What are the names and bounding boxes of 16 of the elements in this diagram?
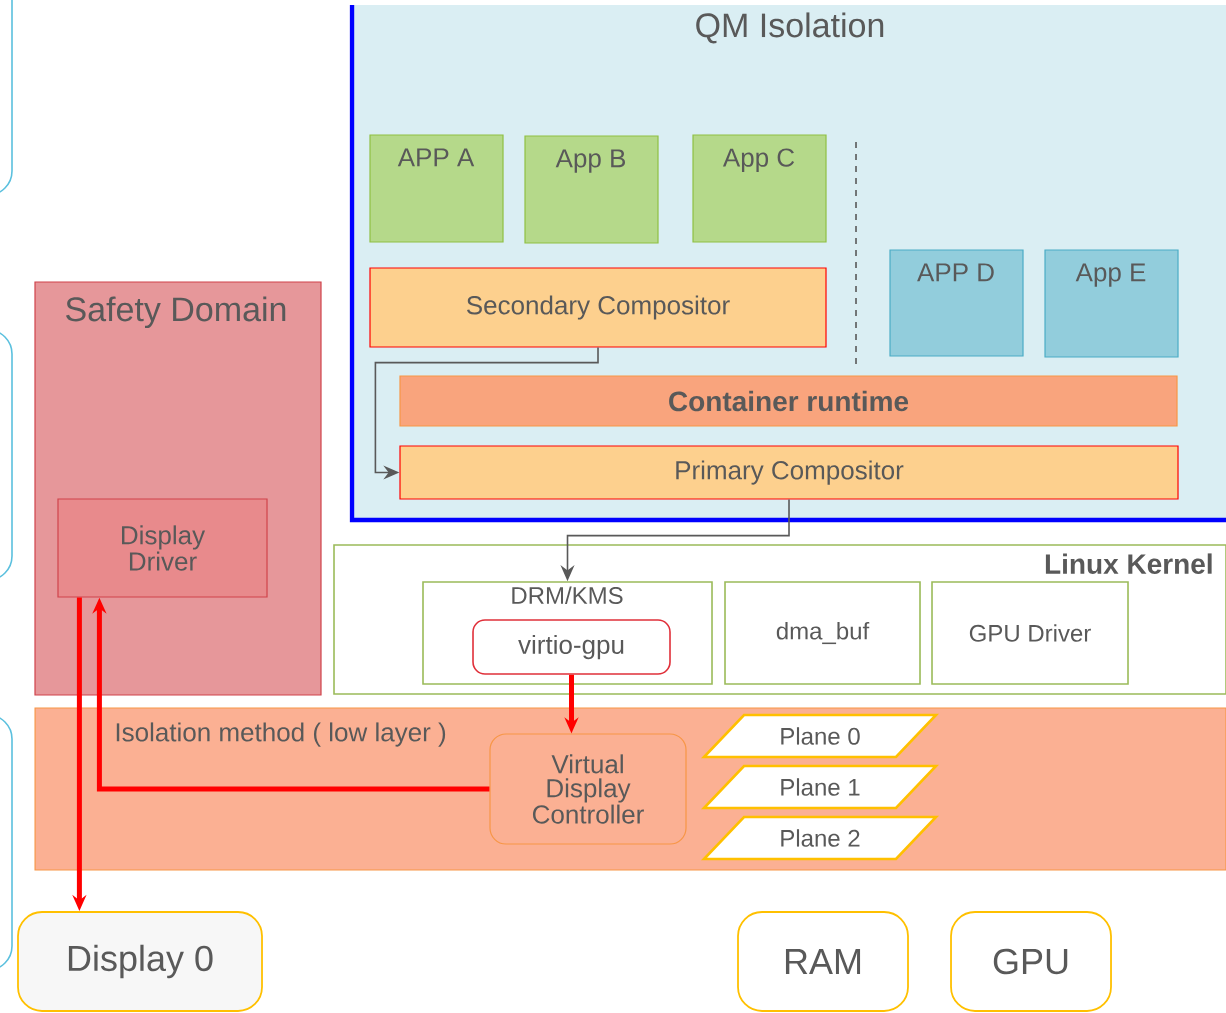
device-box: Display 0 xyxy=(17,911,263,1012)
app-box: App C xyxy=(692,134,827,243)
module-box: virtio-gpu xyxy=(472,619,671,675)
module-box: dma_buf xyxy=(724,581,921,685)
runtime-bar: Container runtime xyxy=(399,375,1178,427)
compositor-box: Primary Compositor xyxy=(399,445,1179,500)
app-box: App E xyxy=(1044,249,1179,358)
app-box: APP A xyxy=(369,134,504,243)
app-box: APP D xyxy=(889,249,1024,357)
device-box: RAM xyxy=(737,911,909,1012)
device-box: GPU xyxy=(950,911,1112,1012)
app-box: App B xyxy=(524,135,659,244)
driver-box: Display Driver xyxy=(57,498,268,598)
controller-box: Virtual Display Controller xyxy=(489,733,687,845)
compositor-box: Secondary Compositor xyxy=(369,267,827,348)
module-box: GPU Driver xyxy=(931,581,1129,685)
